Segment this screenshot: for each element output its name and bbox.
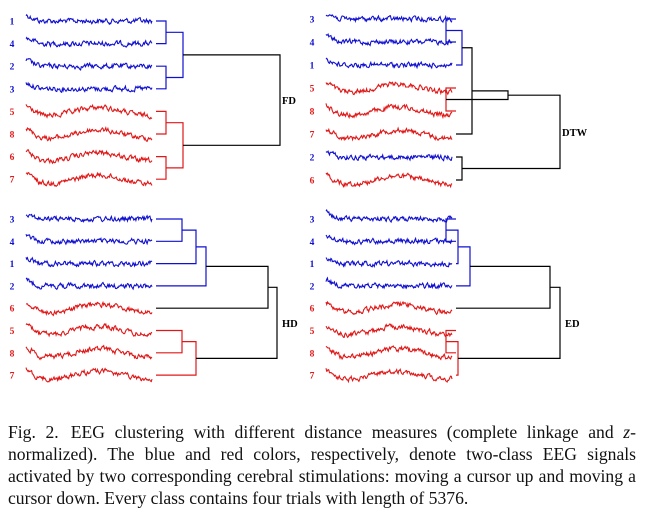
eeg-signal-trace [325, 57, 453, 70]
leaf-label: 6 [10, 305, 15, 315]
leaf-label: 4 [10, 238, 15, 248]
caption-text-start: EEG clustering with different distance m… [70, 421, 624, 442]
caption-label: Fig. 2. [8, 421, 59, 442]
eeg-signal-trace [25, 126, 153, 143]
dendrogram-link [156, 341, 197, 376]
leaf-label: 5 [10, 108, 15, 118]
dendrogram-link [446, 229, 459, 265]
eeg-signal-trace [25, 103, 153, 120]
dendrogram-link [156, 110, 167, 135]
leaf-label: 7 [310, 372, 315, 382]
leaf-label: 4 [310, 39, 315, 49]
eeg-signal-trace [325, 126, 453, 142]
dendrogram-panel-ed: 3 4 1 2 6 5 8 7 ED [310, 209, 580, 384]
distance-measure-label: ED [565, 319, 580, 330]
dendrogram-link [166, 31, 184, 79]
dendrogram-link [156, 156, 167, 180]
eeg-signal-trace [25, 81, 153, 94]
dendrogram-link [446, 90, 509, 101]
leaf-label: 5 [10, 327, 15, 337]
dendrogram-link [183, 54, 281, 146]
leaf-label: 3 [310, 216, 315, 226]
dendrogram-link [156, 265, 269, 309]
eeg-signal-trace [325, 32, 453, 47]
eeg-signal-trace [25, 256, 153, 268]
dendrogram-link [156, 229, 197, 265]
leaf-label: 6 [10, 153, 15, 163]
leaf-label: 2 [10, 63, 15, 73]
eeg-signal-trace [325, 209, 453, 224]
dendrogram-panel-dtw: 3 4 1 5 8 7 2 6 DTW [310, 14, 588, 189]
dendrogram-link [156, 218, 183, 242]
dendrogram-link [156, 329, 183, 354]
dendrogram-panel-hd: 3 4 1 2 6 5 8 7 HD [10, 213, 298, 383]
eeg-signal-trace [325, 257, 453, 268]
eeg-signal-trace [25, 57, 153, 71]
eeg-signal-trace [325, 81, 453, 96]
leaf-label: 8 [10, 131, 15, 141]
dendrogram-link [456, 156, 463, 181]
dendrogram-link [156, 20, 167, 45]
dendrogram-link [458, 286, 561, 359]
leaf-label: 7 [10, 176, 15, 186]
eeg-signal-trace [325, 234, 453, 246]
leaf-label: 3 [310, 16, 315, 26]
dendrogram-link [166, 122, 184, 169]
eeg-signal-trace [25, 367, 153, 383]
eeg-signal-trace [325, 103, 453, 120]
leaf-label: 3 [10, 85, 15, 95]
leaf-label: 4 [310, 238, 315, 248]
dendrogram-link [196, 286, 278, 359]
leaf-label: 6 [310, 177, 315, 187]
leaf-label: 3 [10, 216, 15, 226]
leaf-label: 5 [310, 327, 315, 337]
eeg-signal-trace [25, 13, 153, 26]
eeg-signal-trace [325, 14, 453, 24]
leaf-label: 8 [310, 108, 315, 118]
leaf-label: 1 [310, 62, 315, 72]
leaf-label: 1 [10, 18, 15, 28]
dendrogram-panel-fd: 1 4 2 3 5 8 6 7 FD [10, 13, 296, 188]
leaf-label: 8 [10, 349, 15, 359]
dendrogram-link [446, 29, 463, 66]
eeg-signal-trace [325, 345, 453, 361]
leaf-label: 6 [310, 305, 315, 315]
dendrogram-figure: 14235867FD34158726DTW34126587HD34126587E… [10, 13, 588, 384]
eeg-signal-trace [25, 344, 153, 361]
eeg-signal-trace [25, 322, 153, 338]
eeg-signal-trace [25, 36, 153, 48]
eeg-signal-trace [25, 171, 153, 188]
distance-measure-label: DTW [562, 128, 588, 139]
dendrogram-link [462, 94, 561, 170]
caption-italic-z: z [623, 421, 631, 442]
caption-text-end: -normalized). The blue and red colors, r… [8, 421, 636, 508]
eeg-signal-trace [25, 277, 153, 291]
eeg-signal-trace [325, 323, 453, 339]
leaf-label: 2 [10, 282, 15, 292]
leaf-label: 1 [310, 260, 315, 270]
eeg-signal-trace [325, 300, 453, 316]
distance-measure-label: FD [282, 96, 296, 107]
figure-caption: Fig. 2. EEG clustering with different dis… [8, 421, 636, 509]
leaf-label: 5 [310, 85, 315, 95]
leaf-label: 4 [10, 40, 15, 50]
dendrogram-link [156, 246, 207, 287]
eeg-signal-trace [325, 276, 453, 290]
dendrogram-link [456, 47, 473, 135]
eeg-signal-trace [25, 213, 153, 223]
distance-measure-label: HD [282, 319, 298, 330]
leaf-label: 2 [310, 282, 315, 292]
leaf-label: 1 [10, 260, 15, 270]
eeg-signal-trace [25, 300, 153, 317]
leaf-label: 7 [10, 372, 15, 382]
leaf-label: 2 [310, 154, 315, 164]
leaf-label: 7 [310, 131, 315, 141]
leaf-label: 8 [310, 349, 315, 359]
dendrogram-link [156, 65, 167, 90]
eeg-signal-trace [325, 172, 453, 189]
eeg-signal-trace [25, 148, 153, 165]
eeg-signal-trace [325, 150, 453, 162]
eeg-signal-trace [25, 234, 153, 246]
eeg-signal-trace [325, 367, 453, 384]
